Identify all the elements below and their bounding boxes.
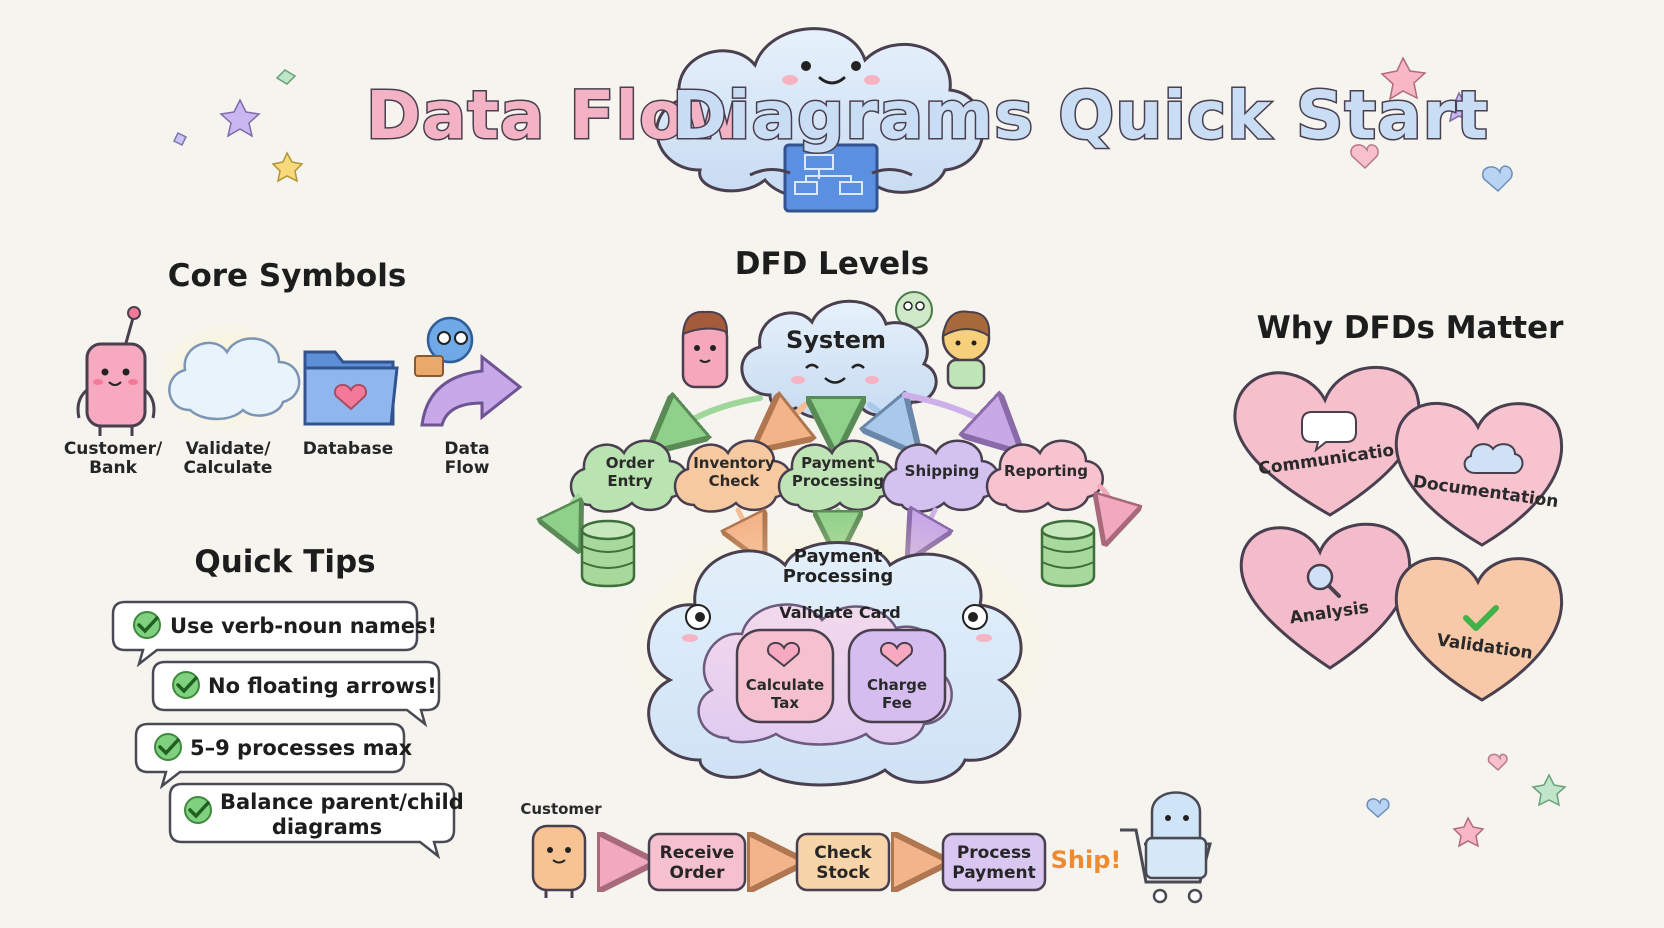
subprocess-payment-processing: Payment Processing [777,439,896,513]
flow-step-1-line1: Receive [660,843,735,863]
subprocess-order-entry: Order Entry [569,439,688,513]
quick-tips-heading: Quick Tips [194,544,375,580]
process-cloud-icon [156,321,301,433]
tip-1: Use verb-noun names! [111,600,437,668]
shopping-cart-icon [1120,791,1212,904]
core-symbol-2-line2: Calculate [184,458,273,478]
subprocess-5-line1: Reporting [1004,462,1088,480]
star-icon [1380,56,1427,101]
heart-icon [766,641,801,668]
flow-step-3-line2: Payment [952,863,1036,883]
core-symbol-4-line2: Flow [445,458,490,478]
leaf2-line2: Fee [882,694,912,712]
flow-step-1-line2: Order [670,863,726,883]
subprocess-reporting: Reporting [985,439,1104,513]
check-icon [1463,605,1499,631]
core-symbol-4-line1: Data [444,439,489,459]
subprocess-3-line1: Payment [801,454,875,472]
core-symbol-3-line1: Database [303,439,393,459]
tip-3: 5–9 processes max [134,722,413,790]
detail-title-line2: Processing [783,566,894,587]
check-icon [137,616,159,634]
title-part2: Diagrams Quick Start [672,77,1489,154]
payment-detail-cloud: Payment Processing Validate Card Calcula… [618,510,1058,790]
decorations [172,56,1567,848]
tip-2: No floating arrows! [151,660,441,728]
flow-actor-label: Customer [520,800,602,818]
core-symbol-1-line2: Bank [89,458,138,478]
dfd-levels-heading: DFD Levels [735,246,930,282]
tip-4-line2: diagrams [272,815,382,839]
leaf-charge-fee: Charge Fee [847,628,947,724]
flow-step-3-line1: Process [957,843,1031,863]
diamond-icon [172,131,188,147]
subprocess-inventory-check: Inventory Check [673,439,792,513]
speech-bubble-icon [1301,411,1357,453]
flow-end-label: Ship! [1051,846,1122,874]
person-right-icon [941,310,991,390]
flow-step-process-payment: Process Payment [941,832,1047,892]
heart-icon [879,641,914,668]
star-icon [219,98,261,138]
database-left-icon [568,493,636,588]
leaf1-line1: Calculate [746,676,824,694]
subprocess-3-line2: Processing [792,472,884,490]
heart-icon [1481,165,1513,193]
heart-validation: Validation [1394,556,1563,702]
title-part1: Data Flow [366,77,747,154]
person-left-icon [681,310,729,389]
data-flow-arrow-icon [414,316,523,427]
core-symbol-2-line1: Validate/ [186,439,272,459]
leaf2-line1: Charge [867,676,927,694]
title-mascot [655,27,985,213]
cloud-icon [1463,443,1524,474]
subprocess-1-line2: Entry [607,472,652,490]
system-label: System [786,326,886,354]
blueprint-icon [783,143,879,213]
subprocess-shipping: Shipping [881,439,1000,513]
star-icon [1452,816,1485,848]
core-symbols-heading: Core Symbols [168,258,407,294]
tip-4: Balance parent/child diagrams [168,782,464,860]
subprocess-2-line1: Inventory [693,454,775,472]
check-icon [158,738,180,756]
database-right-icon [1040,483,1112,588]
detail-inner-title: Validate Card [779,603,900,622]
flow-step-2-line2: Stock [816,863,870,883]
tip-4-line1: Balance parent/child [220,790,464,814]
tip-2-text: No floating arrows! [208,674,437,698]
detail-title-line1: Payment [794,546,883,567]
star-icon [1443,91,1476,123]
heart-documentation: Documentation [1394,401,1563,547]
tip-3-text: 5–9 processes max [190,736,413,760]
magnifier-icon [1306,563,1334,591]
subprocess-1-line1: Order [606,454,655,472]
customer-character-icon [531,824,587,898]
flow-step-2-line1: Check [814,843,872,863]
why-heading: Why DFDs Matter [1257,310,1565,346]
subprocess-2-line2: Check [709,472,761,490]
heart-analysis: Analysis [1239,522,1412,670]
star-icon [1531,773,1567,807]
diamond-icon [275,69,297,85]
flow-step-receive-order: Receive Order [647,832,747,892]
subprocess-4-line1: Shipping [905,462,980,480]
heart-communication: Communication [1233,365,1421,517]
core-symbol-1-line1: Customer/ [64,439,163,459]
customer-bank-icon [76,306,156,436]
flow-step-check-stock: Check Stock [795,832,891,892]
heart-icon [1366,798,1390,819]
heart-icon [1350,144,1379,170]
heart-icon [1487,753,1508,772]
database-folder-icon [303,350,399,426]
leaf-calculate-tax: Calculate Tax [735,628,835,724]
check-icon [176,676,198,694]
star-icon [271,151,304,183]
check-icon [188,801,210,819]
leaf1-line2: Tax [771,694,799,712]
tip-1-text: Use verb-noun names! [170,614,437,638]
system-arrows [665,395,1005,438]
